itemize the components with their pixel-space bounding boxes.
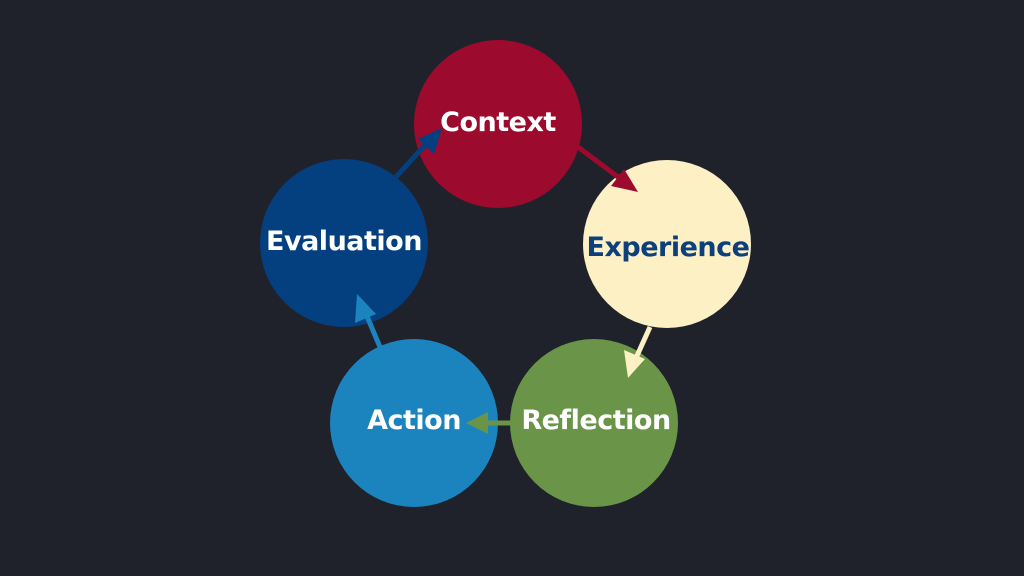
node-action-circle xyxy=(330,339,498,507)
node-evaluation-circle xyxy=(260,159,428,327)
arrow-action-to-evaluation xyxy=(355,294,383,348)
node-context: Context xyxy=(414,40,582,208)
node-experience-label: Experience xyxy=(587,232,750,263)
node-action: Action xyxy=(330,339,498,507)
node-reflection-label: Reflection xyxy=(521,405,670,436)
arrow-evaluation-to-context xyxy=(394,128,442,179)
node-reflection-circle xyxy=(510,339,678,507)
node-evaluation: Evaluation xyxy=(260,159,428,327)
arrow-reflection-to-action xyxy=(466,412,512,434)
arrow-context-to-experience xyxy=(576,145,638,192)
arrow-experience-to-reflection xyxy=(624,325,653,378)
node-action-label: Action xyxy=(367,405,461,436)
node-experience-circle xyxy=(583,160,751,328)
node-reflection: Reflection xyxy=(510,339,678,507)
node-context-circle xyxy=(414,40,582,208)
node-experience: Experience xyxy=(583,160,751,328)
node-evaluation-label: Evaluation xyxy=(266,226,422,257)
node-context-label: Context xyxy=(440,107,556,138)
